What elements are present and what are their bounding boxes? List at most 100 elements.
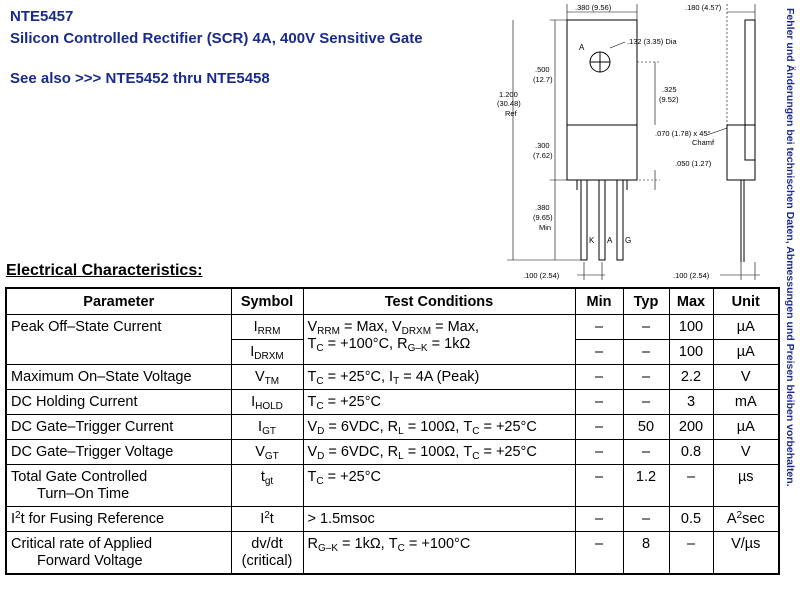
dim-pitch-side: .100 (2.54): [673, 271, 710, 280]
header-conditions: Test Conditions: [302, 287, 576, 315]
electrical-characteristics-table: Parameter Symbol Test Conditions Min Typ…: [5, 287, 780, 575]
dim-overall-c: Ref: [505, 109, 518, 118]
symbol-cell: IRRM: [230, 314, 304, 340]
dim-thickness: .180 (4.57): [685, 3, 722, 12]
max-cell: –: [668, 531, 714, 575]
pin-label-g: G: [625, 236, 631, 245]
min-cell: –: [574, 439, 624, 465]
dim-chamf-a: .070 (1.78) x 45°: [655, 129, 711, 138]
min-cell: –: [574, 414, 624, 440]
body-outline: [566, 124, 638, 181]
unit-cell: µs: [712, 464, 780, 507]
conditions-cell: TC = +25°C, IT = 4A (Peak): [302, 364, 576, 390]
symbol-cell: tgt: [230, 464, 304, 507]
table-row: Maximum On–State Voltage VTM TC = +25°C,…: [5, 364, 780, 390]
pin-label-k: K: [589, 236, 595, 245]
min-cell: –: [574, 314, 624, 340]
dim-chamf-b: Chamf: [692, 138, 715, 147]
max-cell: 3: [668, 389, 714, 415]
disclaimer-note: Fehler und Änderungen bei technischen Da…: [784, 8, 796, 487]
typ-cell: –: [622, 314, 670, 340]
max-cell: 0.5: [668, 506, 714, 532]
part-number: NTE5457: [10, 8, 74, 25]
header-min: Min: [574, 287, 624, 315]
max-cell: 100: [668, 339, 714, 365]
unit-cell: V/µs: [712, 531, 780, 575]
dim-tab-a: .500: [535, 65, 550, 74]
symbol-cell: IDRXM: [230, 339, 304, 365]
pin-label-a: A: [607, 236, 613, 245]
typ-cell: –: [622, 364, 670, 390]
unit-cell: µA: [712, 414, 780, 440]
symbol-cell: VGT: [230, 439, 304, 465]
dim-pitch: .100 (2.54): [523, 271, 560, 280]
dim-body-b: (7.62): [533, 151, 553, 160]
pin-label-tab: A: [579, 43, 585, 52]
symbol-cell: IGT: [230, 414, 304, 440]
header-symbol: Symbol: [230, 287, 304, 315]
min-cell: –: [574, 464, 624, 507]
header-max: Max: [668, 287, 714, 315]
symbol-cell: I2t: [230, 506, 304, 532]
typ-cell: 8: [622, 531, 670, 575]
lead-g: [616, 179, 624, 261]
section-title: Electrical Characteristics:: [6, 262, 203, 279]
dim-lead-width: .050 (1.27): [675, 159, 712, 168]
lead-a: [598, 179, 606, 261]
param-cell: DC Gate–Trigger Voltage: [5, 439, 232, 465]
see-also-link[interactable]: See also >>> NTE5452 thru NTE5458: [10, 70, 270, 87]
unit-cell: µA: [712, 339, 780, 365]
side-view-outline: [744, 19, 756, 161]
unit-cell: mA: [712, 389, 780, 415]
min-cell: –: [574, 506, 624, 532]
dim-lead-len-a: .380: [535, 203, 550, 212]
min-cell: –: [574, 531, 624, 575]
tab-outline: [566, 19, 638, 126]
max-cell: –: [668, 464, 714, 507]
symbol-cell: dv/dt(critical): [230, 531, 304, 575]
lead-k: [580, 179, 588, 261]
dim-tab-b: (12.7): [533, 75, 553, 84]
conditions-cell: > 1.5msoc: [302, 506, 576, 532]
param-cell: Peak Off–State Current: [5, 314, 232, 365]
symbol-cell: IHOLD: [230, 389, 304, 415]
param-cell: DC Holding Current: [5, 389, 232, 415]
dim-width: .380 (9.56): [575, 3, 612, 12]
part-description: Silicon Controlled Rectifier (SCR) 4A, 4…: [10, 30, 423, 47]
typ-cell: –: [622, 339, 670, 365]
typ-cell: –: [622, 506, 670, 532]
package-outline-drawing: .380 (9.56) .180 (4.57) .132 (3.35) Dia …: [497, 3, 760, 280]
dim-body-a: .300: [535, 141, 550, 150]
param-cell: DC Gate–Trigger Current: [5, 414, 232, 440]
unit-cell: V: [712, 439, 780, 465]
dim-hole-center-a: .325: [662, 85, 677, 94]
max-cell: 200: [668, 414, 714, 440]
max-cell: 100: [668, 314, 714, 340]
conditions-cell: TC = +25°C: [302, 389, 576, 415]
dim-overall-a: 1.200: [499, 90, 518, 99]
conditions-cell: VRRM = Max, VDRXM = Max,TC = +100°C, RG–…: [302, 314, 576, 365]
param-cell: I2t for Fusing Reference: [5, 506, 232, 532]
dim-lead-len-c: Min: [539, 223, 551, 232]
typ-cell: 50: [622, 414, 670, 440]
dim-hole: .132 (3.35) Dia: [627, 37, 677, 46]
unit-cell: A2sec: [712, 506, 780, 532]
unit-cell: V: [712, 364, 780, 390]
min-cell: –: [574, 389, 624, 415]
conditions-cell: RG–K = 1kΩ, TC = +100°C: [302, 531, 576, 575]
table-header-row: Parameter Symbol Test Conditions Min Typ…: [5, 287, 780, 315]
min-cell: –: [574, 364, 624, 390]
unit-cell: µA: [712, 314, 780, 340]
table-row: I2t for Fusing Reference I2t > 1.5msoc –…: [5, 506, 780, 532]
max-cell: 2.2: [668, 364, 714, 390]
conditions-cell: TC = +25°C: [302, 464, 576, 507]
typ-cell: 1.2: [622, 464, 670, 507]
table-row: DC Holding Current IHOLD TC = +25°C – – …: [5, 389, 780, 415]
dim-lead-len-b: (9.65): [533, 213, 553, 222]
header-parameter: Parameter: [5, 287, 232, 315]
typ-cell: –: [622, 389, 670, 415]
symbol-cell: VTM: [230, 364, 304, 390]
